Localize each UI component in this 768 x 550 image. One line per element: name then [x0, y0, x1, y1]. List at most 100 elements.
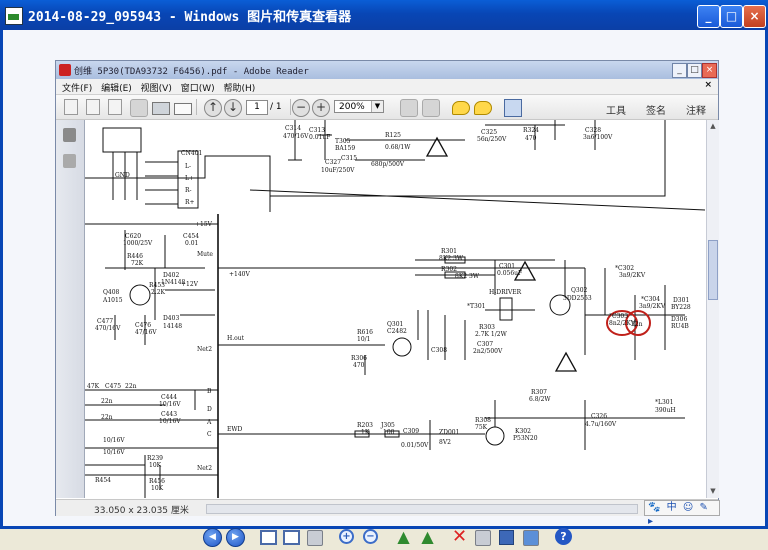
- open-icon[interactable]: [86, 99, 100, 115]
- label-r303: R303: [479, 324, 495, 331]
- menu-window[interactable]: 窗口(W): [180, 84, 215, 94]
- label-15v: +15V: [195, 221, 213, 228]
- adobe-window-title: 创维 5P30(TDA93732 F6456).pdf - Adobe Read…: [74, 67, 309, 77]
- highlight-icon[interactable]: [474, 101, 492, 115]
- zoom-out-icon[interactable]: −: [292, 99, 310, 117]
- label-lp: L+: [185, 175, 194, 182]
- label-c302v: 3n9/2KV: [619, 272, 646, 279]
- label-r306v: 470: [353, 362, 365, 369]
- next-image-icon[interactable]: ▶: [226, 528, 245, 547]
- fit-width-icon[interactable]: [422, 99, 440, 117]
- prev-page-icon[interactable]: ↑: [204, 99, 222, 117]
- ime-smile-icon[interactable]: ☺: [682, 502, 694, 513]
- label-c315v: 680p/500V: [371, 161, 405, 168]
- toolbar-separator: [290, 99, 291, 115]
- label-ewd: EWD: [227, 426, 243, 433]
- zoom-out-icon[interactable]: −: [363, 529, 378, 544]
- page-number-input[interactable]: 1: [246, 100, 268, 115]
- close-button[interactable]: ×: [743, 5, 766, 28]
- label-r302v: 8K2 3W: [455, 273, 480, 280]
- scroll-thumb[interactable]: [708, 240, 718, 300]
- email-icon[interactable]: [174, 103, 192, 115]
- pages-icon[interactable]: [63, 128, 76, 142]
- label-q301: Q301: [387, 321, 403, 328]
- label-r616v: 10/1: [357, 336, 370, 343]
- label-c314: C314: [285, 125, 301, 132]
- save-copy-icon[interactable]: [499, 530, 514, 545]
- schematic-drawing: CN401 L- L+ R- R+ GND C314 470/16V C313 …: [85, 120, 705, 498]
- label-r446: R446: [127, 253, 143, 260]
- label-c477v: 470/16V: [95, 325, 121, 332]
- label-r203v: 1K: [361, 429, 370, 436]
- create-icon[interactable]: [64, 99, 78, 115]
- comment-link[interactable]: 注释: [686, 106, 706, 117]
- tools-link[interactable]: 工具: [606, 106, 626, 117]
- maximize-button[interactable]: □: [720, 5, 743, 28]
- label-r307v: 6.8/2W: [529, 396, 551, 403]
- adobe-minimize-button[interactable]: _: [672, 63, 687, 78]
- label-c308: C308: [431, 347, 447, 354]
- label-zd001v: 8V2: [439, 439, 451, 446]
- label-l301: *L301: [655, 399, 673, 406]
- adobe-close-button[interactable]: ×: [702, 63, 717, 78]
- best-fit-icon[interactable]: [260, 530, 277, 545]
- label-r456v: 10K: [151, 485, 164, 492]
- edit-image-icon[interactable]: [523, 530, 539, 546]
- label-r125: R125: [385, 132, 401, 139]
- label-net2-b: Net2: [197, 465, 212, 472]
- save-icon[interactable]: [130, 99, 148, 117]
- menu-close-doc[interactable]: ×: [704, 80, 712, 90]
- edit-icon[interactable]: [108, 99, 122, 115]
- label-l301v: 390uH: [655, 407, 676, 414]
- previous-image-icon[interactable]: ◀: [203, 528, 222, 547]
- menu-edit[interactable]: 编辑(E): [101, 84, 132, 94]
- attachments-icon[interactable]: [63, 154, 76, 168]
- label-c304: *C304: [641, 296, 660, 303]
- label-c475v: 22n: [125, 383, 137, 390]
- menu-view[interactable]: 视图(V): [140, 84, 172, 94]
- viewer-toolbar: ◀ ▶ + − ▲ ▲ ✕ ?: [193, 522, 583, 550]
- actual-size-icon[interactable]: [283, 530, 300, 545]
- label-r306: R306: [351, 355, 367, 362]
- scroll-down-icon[interactable]: ▼: [710, 487, 716, 495]
- page-dimensions: 33.050 x 23.035 厘米: [94, 506, 189, 516]
- print-icon[interactable]: [475, 530, 491, 546]
- adobe-title-bar: 创维 5P30(TDA93732 F6456).pdf - Adobe Read…: [56, 61, 718, 79]
- help-icon[interactable]: ?: [555, 528, 572, 545]
- scroll-up-icon[interactable]: ▲: [710, 122, 716, 130]
- expand-icon[interactable]: [504, 99, 522, 117]
- slideshow-icon[interactable]: [307, 530, 323, 546]
- rotate-counterclockwise-icon[interactable]: ▲: [421, 527, 434, 546]
- zoom-in-icon[interactable]: +: [339, 529, 354, 544]
- toolbar-separator: [196, 99, 197, 115]
- rotate-clockwise-icon[interactable]: ▲: [397, 527, 410, 546]
- adobe-maximize-button[interactable]: □: [687, 63, 702, 78]
- horizontal-scrollbar[interactable]: [206, 504, 638, 514]
- menu-file[interactable]: 文件(F): [62, 84, 93, 94]
- ime-pen-icon[interactable]: ✎: [699, 502, 708, 513]
- vertical-scrollbar[interactable]: ▲ ▼: [706, 120, 719, 498]
- zoom-in-icon[interactable]: +: [312, 99, 330, 117]
- sign-link[interactable]: 签名: [646, 106, 666, 117]
- delete-icon[interactable]: ✕: [451, 526, 468, 547]
- comment-icon[interactable]: [452, 101, 470, 115]
- label-k302: K302: [515, 428, 531, 435]
- menu-help[interactable]: 帮助(H): [223, 84, 256, 94]
- next-page-icon[interactable]: ↓: [224, 99, 242, 117]
- label-d403v: 14148: [163, 323, 182, 330]
- label-q302: Q302: [571, 287, 588, 294]
- ime-toolbar[interactable]: 🐾 中 ☺ ✎ ▸: [644, 500, 720, 527]
- label-r456: R456: [149, 478, 165, 485]
- fit-page-icon[interactable]: [400, 99, 418, 117]
- ime-more-icon[interactable]: ▸: [648, 516, 654, 527]
- label-net2: Net2: [197, 346, 212, 353]
- label-r125v: 0.68/1W: [385, 144, 411, 151]
- label-47k: 47K: [87, 383, 100, 390]
- label-hout: H.out: [227, 335, 245, 342]
- label-q302v: 3DD2553: [563, 295, 592, 302]
- zoom-select[interactable]: 200%▼: [334, 100, 384, 113]
- print-icon[interactable]: [152, 102, 170, 115]
- ime-mode[interactable]: 中: [666, 502, 677, 513]
- minimize-button[interactable]: _: [697, 5, 720, 28]
- ime-paw-icon[interactable]: 🐾: [648, 502, 661, 513]
